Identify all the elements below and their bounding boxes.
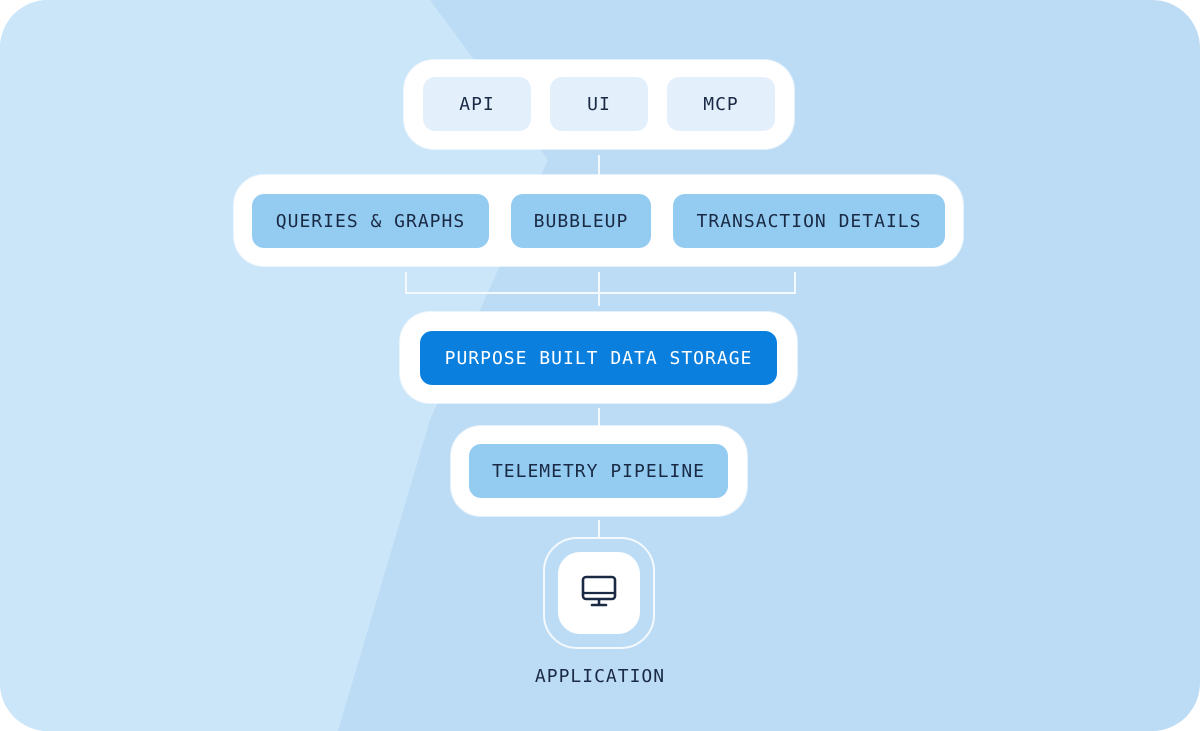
monitor-icon <box>579 571 619 615</box>
transaction-details-module[interactable]: TRANSACTION DETAILS <box>673 194 945 248</box>
mcp-button[interactable]: MCP <box>667 77 775 131</box>
bubbleup-module[interactable]: BUBBLEUP <box>511 194 651 248</box>
api-button[interactable]: API <box>423 77 531 131</box>
application-ring <box>543 537 655 649</box>
application-label: APPLICATION <box>534 666 666 687</box>
connector-interfaces-features <box>598 155 600 175</box>
connector-features-storage-left <box>405 272 407 294</box>
application-node[interactable] <box>558 552 640 634</box>
telemetry-pipeline-module[interactable]: TELEMETRY PIPELINE <box>469 444 728 498</box>
connector-storage-pipeline <box>598 408 600 426</box>
data-storage-module[interactable]: PURPOSE BUILT DATA STORAGE <box>420 331 777 385</box>
connector-features-storage-bar <box>405 292 796 294</box>
connector-features-storage-right <box>794 272 796 294</box>
ui-button[interactable]: UI <box>550 77 648 131</box>
connector-pipeline-application <box>598 520 600 537</box>
connector-features-storage-center <box>598 272 600 306</box>
queries-graphs-module[interactable]: QUERIES & GRAPHS <box>252 194 489 248</box>
